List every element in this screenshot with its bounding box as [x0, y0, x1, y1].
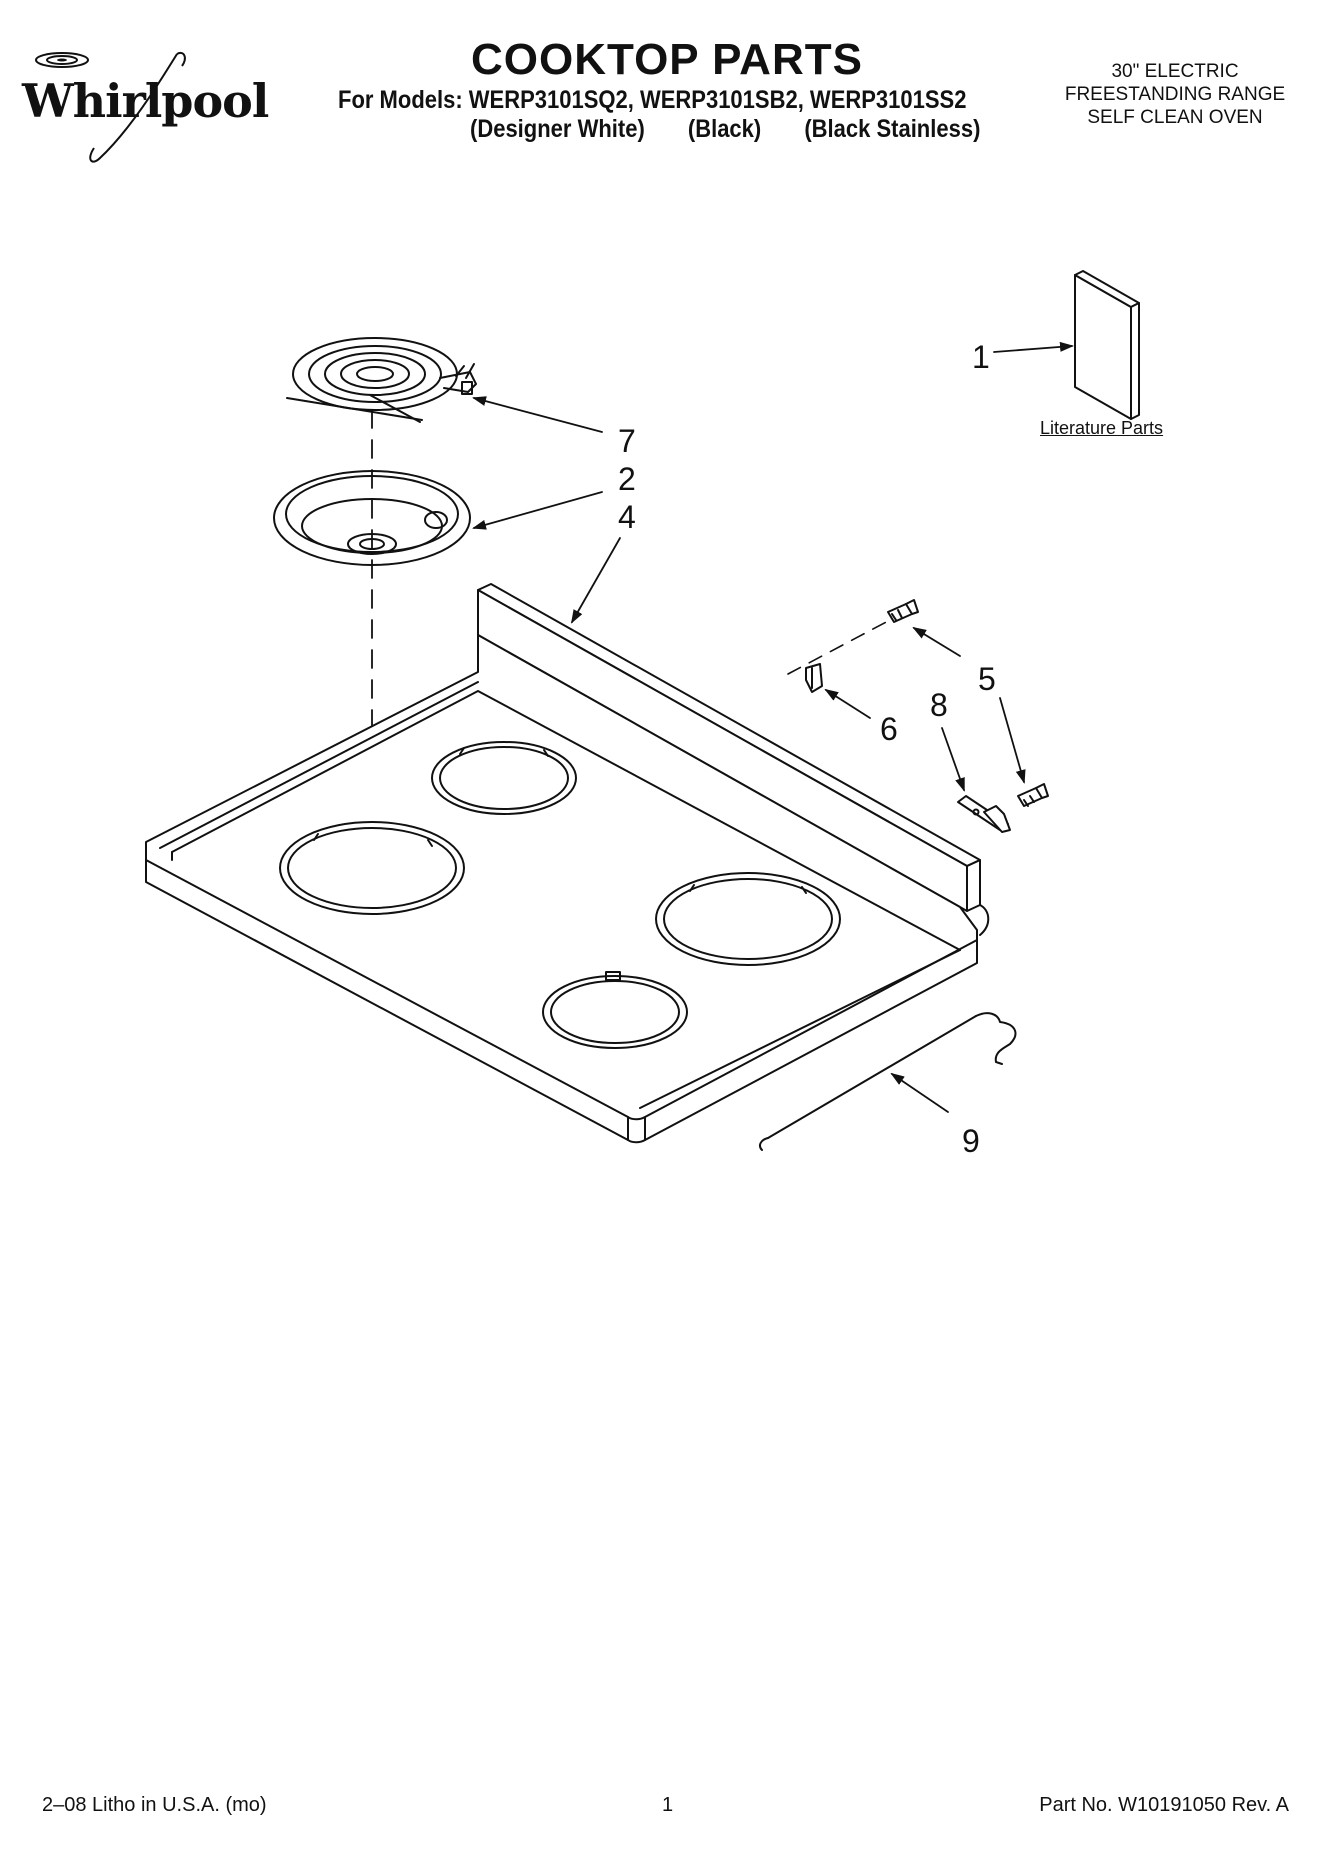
leader-2 — [472, 491, 603, 530]
appliance-type-line-2: FREESTANDING RANGE — [1064, 84, 1286, 105]
literature-booklet — [1074, 270, 1140, 420]
leader-1 — [993, 341, 1074, 353]
brand-wordmark: Whirlpool — [22, 74, 269, 128]
leader-9 — [890, 1072, 949, 1113]
callout-2: 2 — [618, 461, 636, 497]
burner-opening-right-rear — [655, 872, 841, 966]
whirlpool-logo — [22, 48, 262, 168]
callout-5: 5 — [978, 661, 996, 697]
variant-black: (Black) — [687, 115, 762, 143]
callout-9: 9 — [962, 1123, 980, 1159]
cooktop-clip — [805, 663, 823, 693]
screw-upper — [887, 599, 919, 623]
leader-8 — [941, 727, 965, 792]
screw-lower — [1017, 783, 1049, 807]
callout-1: 1 — [972, 339, 990, 375]
support-rod — [759, 1012, 1017, 1151]
leader-5b — [999, 697, 1026, 784]
models-line: For Models: WERP3101SQ2, WERP3101SB2, WE… — [338, 86, 967, 114]
callout-leaders — [472, 341, 1074, 1113]
appliance-type: 30" ELECTRIC FREESTANDING RANGE SELF CLE… — [1030, 60, 1320, 129]
appliance-type-line-1: 30" ELECTRIC — [1111, 61, 1239, 82]
cooktop-main-top — [145, 583, 990, 1144]
literature-parts-label: Literature Parts — [1040, 418, 1164, 438]
callout-8: 8 — [930, 687, 948, 723]
print-info: 2–08 Litho in U.S.A. (mo) — [42, 1794, 267, 1816]
whirlpool-swoosh-icon — [35, 52, 186, 163]
leader-7 — [472, 396, 603, 433]
model-variants: (Designer White) (Black) (Black Stainles… — [470, 115, 1017, 144]
leader-4 — [571, 537, 621, 624]
part-number: Part No. W10191050 Rev. A — [1039, 1794, 1289, 1816]
appliance-type-line-3: SELF CLEAN OVEN — [1087, 107, 1263, 128]
mounting-bracket — [957, 795, 1011, 833]
page-title: COOKTOP PARTS — [471, 35, 863, 84]
callout-7: 7 — [618, 423, 636, 459]
burner-opening-right-front — [542, 971, 688, 1049]
screw-alignment-line — [787, 619, 891, 675]
variant-designer-white: (Designer White) — [470, 115, 645, 143]
leader-5a — [912, 626, 961, 657]
leader-6 — [824, 688, 871, 719]
burner-opening-left-front — [279, 821, 465, 915]
burner-opening-left-rear — [431, 741, 577, 815]
page-number: 1 — [662, 1794, 674, 1816]
callout-4: 4 — [618, 499, 636, 535]
variant-black-stainless: (Black Stainless) — [804, 115, 981, 143]
callout-6: 6 — [880, 711, 898, 747]
surface-element-coil — [286, 337, 477, 423]
